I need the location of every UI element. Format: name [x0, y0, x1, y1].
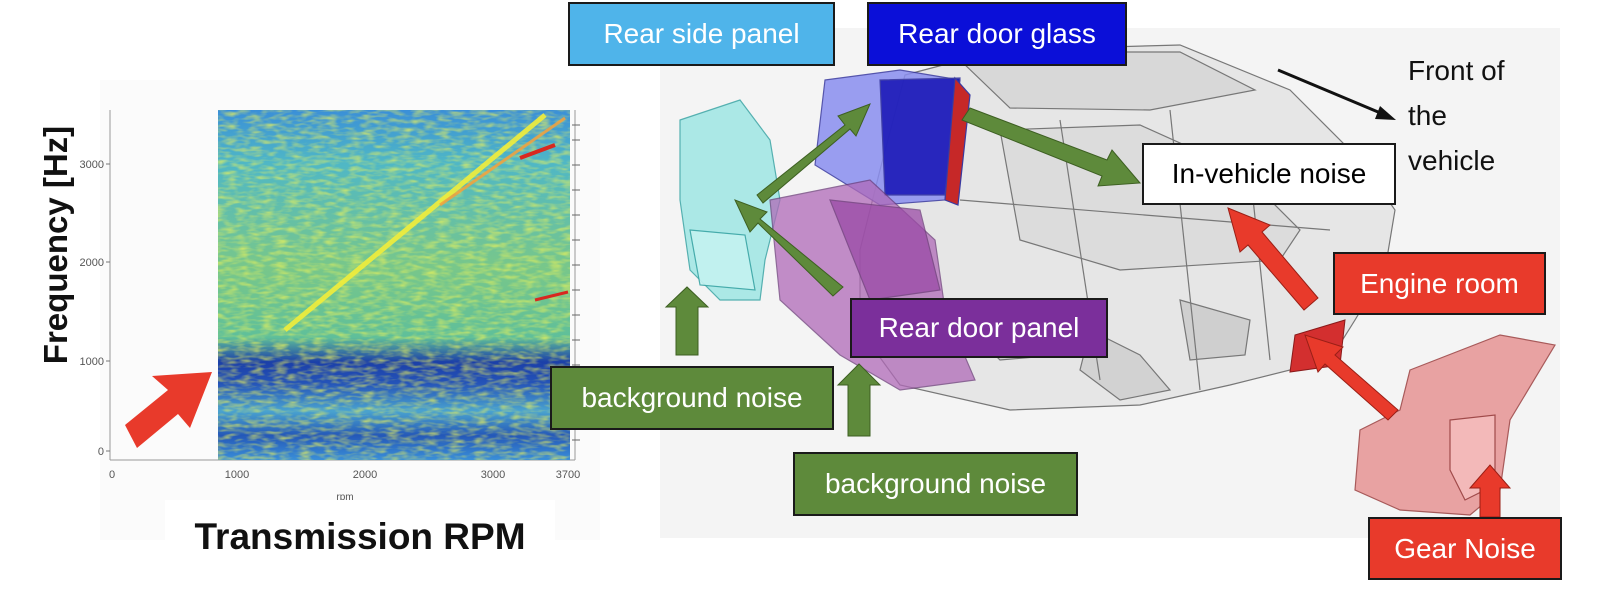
background-noise-label-2: background noise	[793, 452, 1078, 516]
engine-room-label: Engine room	[1333, 252, 1546, 315]
front-direction-arrowhead	[1375, 106, 1396, 120]
green-arrow-to-rear-side-from-left-bg	[664, 286, 710, 356]
rear-door-panel-label: Rear door panel	[850, 298, 1108, 358]
front-text-line-2: the	[1408, 100, 1447, 131]
red-pointer-arrow	[125, 372, 212, 448]
red-arrow-gear-to-engine	[1304, 334, 1399, 421]
gear-noise-label: Gear Noise	[1368, 517, 1562, 580]
gear-shape	[1354, 334, 1556, 516]
red-arrow-engine-to-cabin	[1227, 207, 1319, 311]
x-tick-2000: 2000	[353, 469, 377, 481]
order-hotspot-2	[534, 290, 569, 302]
front-text-line-3: vehicle	[1408, 145, 1496, 176]
in-vehicle-noise-label: In-vehicle noise	[1142, 143, 1396, 205]
x-tick-3000: 3000	[481, 469, 505, 481]
spectrogram-texture	[218, 110, 570, 460]
y-tick-1000: 1000	[80, 356, 104, 368]
front-direction-line	[1277, 68, 1391, 119]
rear-door-glass-label: Rear door glass	[867, 2, 1127, 66]
front-of-vehicle-text: Front of the vehicle	[1408, 48, 1504, 183]
x-tick-3700: 3700	[556, 469, 580, 481]
front-text-line-1: Front of	[1408, 55, 1505, 86]
green-arrow-glass-to-cabin	[961, 107, 1142, 187]
green-arrow-door-panel-to-side	[734, 199, 844, 297]
rear-side-panel-shape	[679, 99, 781, 301]
y-tick-3000: 3000	[80, 159, 104, 171]
order-line-1	[283, 113, 547, 332]
y-tick-2000: 2000	[80, 257, 104, 269]
rear-door-glass-shape	[814, 69, 971, 206]
red-arrow-gear-up	[1468, 464, 1512, 518]
x-tick-0: 0	[109, 469, 115, 481]
green-arrow-rear-side-to-glass	[756, 103, 871, 204]
order-line-2	[439, 116, 566, 207]
x-unit-label: rpm	[336, 492, 353, 503]
green-arrow-to-rear-door-from-bg2	[836, 363, 882, 437]
x-axis-title: Transmission RPM	[165, 500, 555, 570]
background-noise-label-1: background noise	[550, 366, 834, 430]
x-tick-1000: 1000	[225, 469, 249, 481]
y-tick-0: 0	[98, 446, 104, 458]
rear-side-panel-label: Rear side panel	[568, 2, 835, 66]
order-hotspot	[519, 143, 556, 160]
